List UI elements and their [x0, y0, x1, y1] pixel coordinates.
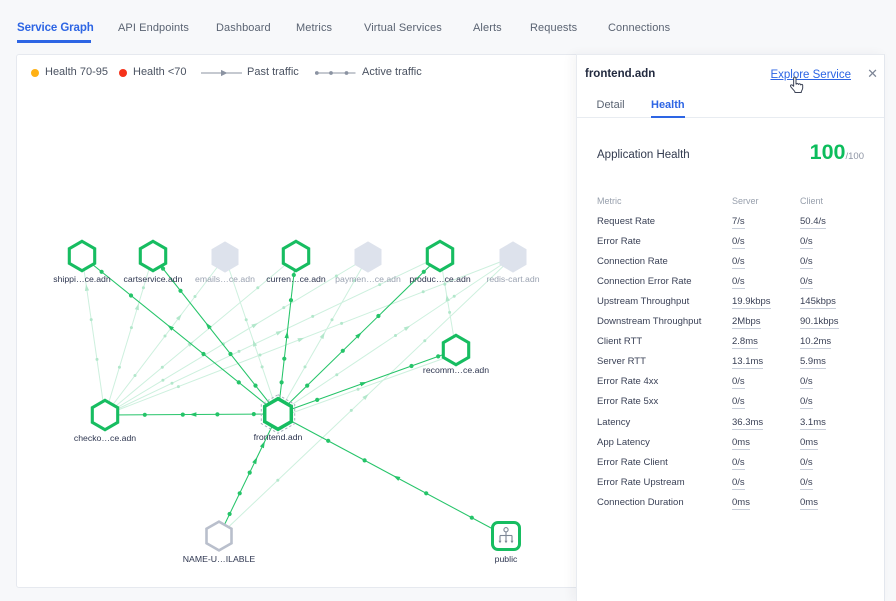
svg-text:frontend.adn: frontend.adn — [254, 432, 303, 442]
svg-text:shippi…ce.adn: shippi…ce.adn — [53, 274, 111, 284]
svg-text:NAME-U…ILABLE: NAME-U…ILABLE — [183, 554, 256, 564]
svg-text:cartservice.adn: cartservice.adn — [124, 274, 183, 284]
svg-text:emails…ce.adn: emails…ce.adn — [195, 274, 255, 284]
svg-text:redis-cart.adn: redis-cart.adn — [486, 274, 539, 284]
svg-text:paymen…ce.adn: paymen…ce.adn — [335, 274, 401, 284]
svg-text:produc…ce.adn: produc…ce.adn — [409, 274, 471, 284]
svg-text:checko…ce.adn: checko…ce.adn — [74, 433, 136, 443]
svg-text:curren…ce.adn: curren…ce.adn — [266, 274, 326, 284]
svg-text:public: public — [495, 554, 518, 564]
svg-text:recomm…ce.adn: recomm…ce.adn — [423, 365, 489, 375]
